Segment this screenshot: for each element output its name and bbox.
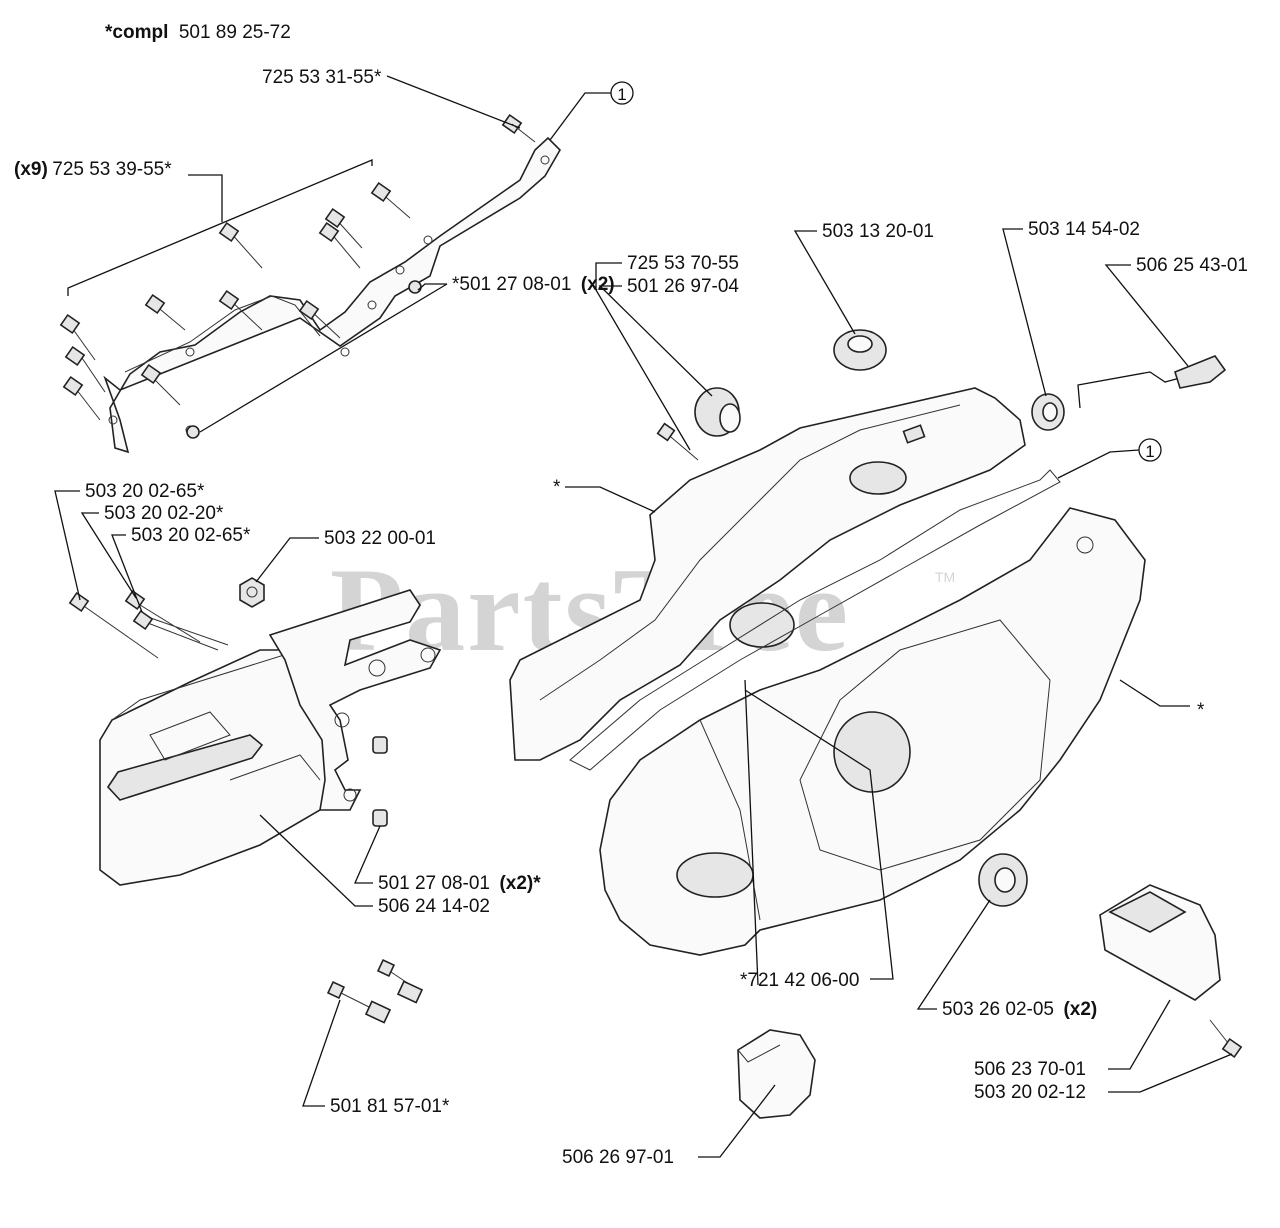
crankcase-gasket-right [569,469,1061,771]
label-506241402: 506 24 14-02 [378,896,490,917]
label-721420600: *721 42 06-00 [740,970,859,991]
brake-pins [372,736,388,827]
label-503200265-a: 503 20 02-65* [85,481,205,502]
decompression-valve [656,387,741,461]
label-725533955: 725 53 39-55* [52,159,172,180]
label-x2-b: (x2) [1063,999,1097,1020]
air-deflector-506237001 [1099,884,1243,1059]
label-501270801-a-group: *501 27 08-01 (x2) [452,274,615,295]
assembly-number: 501 89 25-72 [179,22,291,43]
label-503260205-group: 503 26 02-05 (x2) [942,999,1097,1020]
label-503220001: 503 22 00-01 [324,528,436,549]
label-503145402: 503 14 54-02 [1028,219,1140,240]
label-x2-a: (x2) [581,274,615,295]
callout-1-right: 1 [1057,438,1162,479]
label-503200212: 503 20 02-12 [974,1082,1086,1103]
label-x9: (x9) [14,159,48,180]
label-501270801-b-group: 501 27 08-01 (x2)* [378,873,541,894]
cover-bolts [68,577,265,659]
crankcase-gasket [103,136,561,454]
label-x2-star: (x2)* [499,873,541,894]
assembly-prefix: *compl [105,22,168,43]
label-501270801-b: 501 27 08-01 [378,873,490,894]
label-506237001: 506 23 70-01 [974,1059,1086,1080]
grommet-503145402 [1031,393,1065,431]
label-501815701: 501 81 57-01* [330,1096,450,1117]
throttle-rod-506254301 [1077,355,1227,409]
gasket-screws [59,113,536,439]
callout-1-top: 1 [549,81,634,141]
grommet-503132001 [833,329,887,371]
grommet-503260205 [978,853,1028,907]
chain-tensioners [326,958,424,1024]
crankcase-upper-half [509,387,1026,761]
assembly-title: *compl 501 89 25-72 [105,22,291,43]
label-501270801-a: *501 27 08-01 [452,274,571,295]
cap-506269701 [737,1029,816,1119]
label-501269704: 501 26 97-04 [627,276,739,297]
gasket-screws-bracket [67,159,373,296]
label-725533955-group: (x9) 725 53 39-55* [14,159,172,180]
label-star-upper: * [553,477,561,498]
svg-text:1: 1 [617,85,626,104]
watermark-tm: TM [935,569,955,585]
label-503200265-b: 503 20 02-65* [131,525,251,546]
label-725533155: 725 53 31-55* [262,67,382,88]
svg-text:1: 1 [1145,442,1154,461]
label-503260205: 503 26 02-05 [942,999,1054,1020]
label-503132001: 503 13 20-01 [822,221,934,242]
chain-brake-bracket [268,589,442,811]
label-503200220: 503 20 02-20* [104,503,224,524]
label-star-lower: * [1197,700,1205,721]
label-725537055: 725 53 70-55 [627,253,739,274]
label-506254301: 506 25 43-01 [1136,255,1248,276]
label-506269701: 506 26 97-01 [562,1147,674,1168]
